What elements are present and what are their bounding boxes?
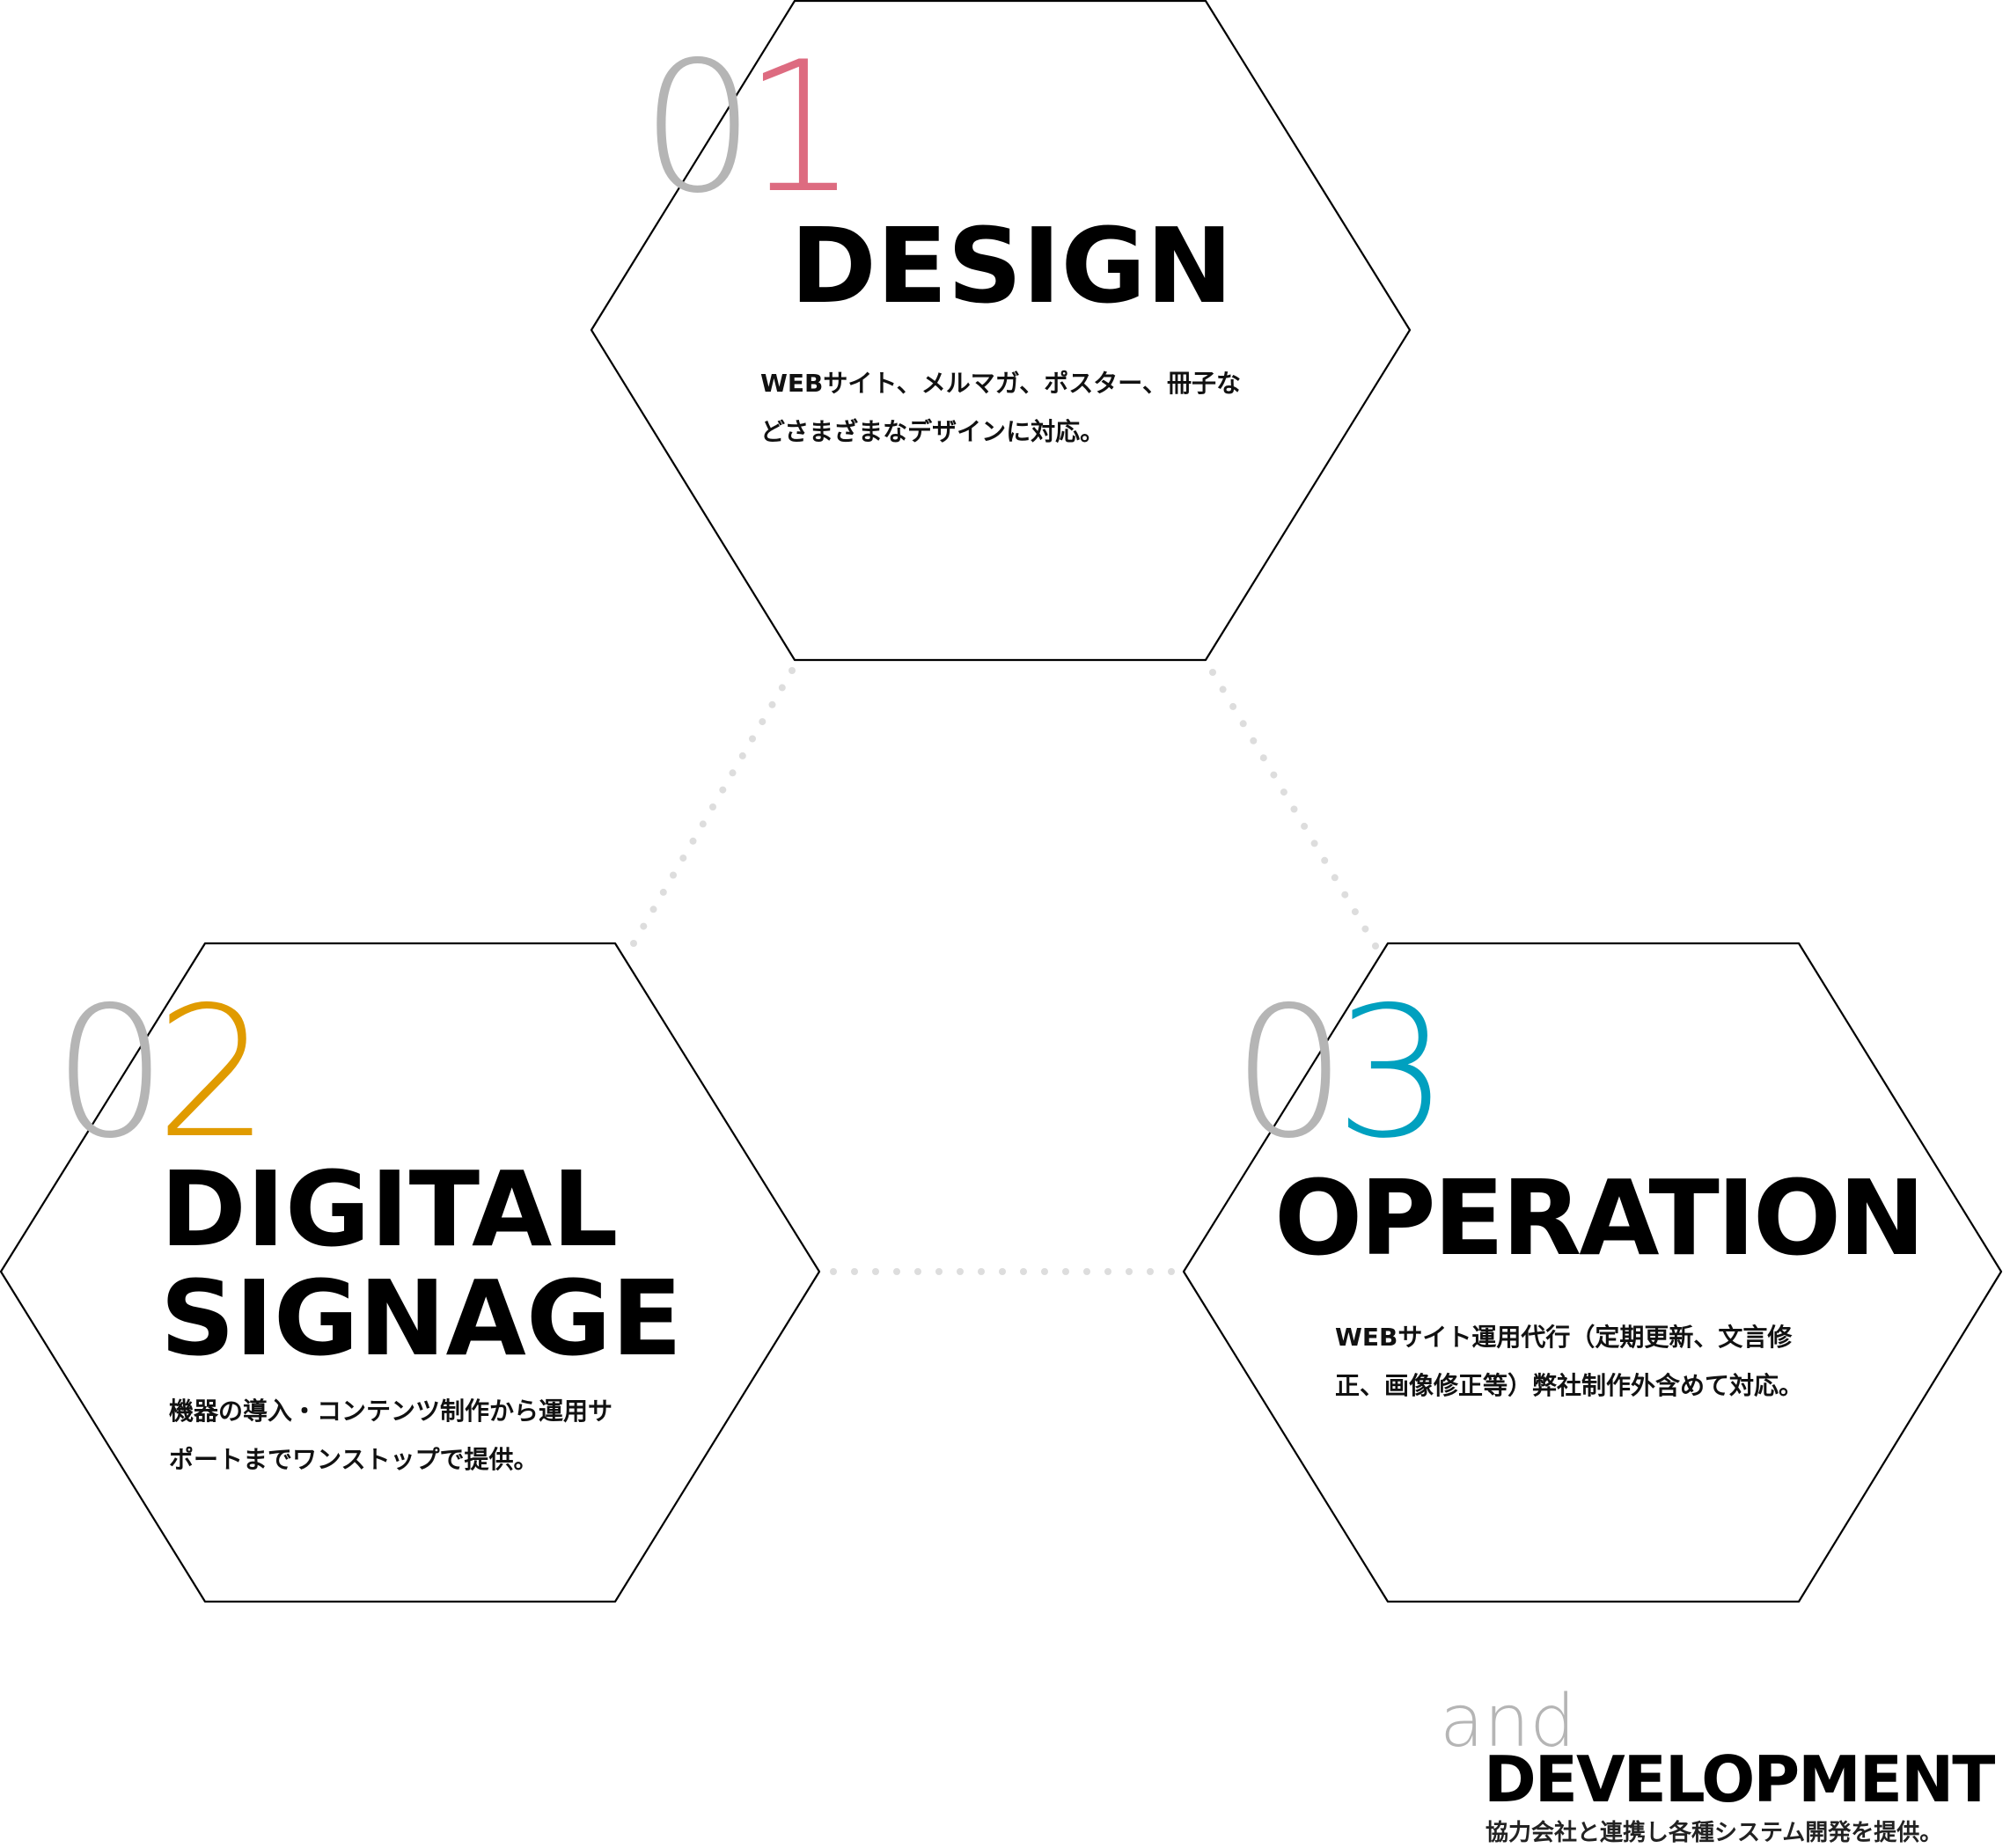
connector-dot — [1229, 702, 1237, 710]
description-line: WEBサイト運用代行（定期更新、文言修 — [1335, 1323, 1793, 1352]
connector-dot — [935, 1268, 943, 1275]
service-description-operation: WEBサイト運用代行（定期更新、文言修 正、画像修正等）弊社制作外含めて対応。 — [1335, 1313, 1803, 1410]
connector-design-signage — [630, 667, 796, 947]
connector-dot — [649, 906, 657, 913]
and-label: and — [1440, 1680, 1576, 1764]
connector-dot — [699, 820, 707, 828]
number-digit: 2 — [155, 969, 269, 1178]
connector-dot — [1321, 856, 1329, 864]
hexagon-digital-signage — [0, 942, 821, 1603]
connector-dot — [1301, 822, 1309, 830]
connector-dot — [709, 803, 716, 810]
connector-dot — [893, 1268, 900, 1275]
connector-dot — [1372, 942, 1379, 950]
connector-dot — [768, 700, 776, 708]
connector-dot — [1219, 686, 1227, 693]
title-line: SIGNAGE — [160, 1258, 683, 1379]
connector-dot — [1126, 1268, 1133, 1275]
service-description-digital-signage: 機器の導入・コンテンツ制作から運用サ ポートまでワンストップで提供。 — [169, 1387, 613, 1484]
number-digit: 1 — [743, 24, 857, 233]
connector-dot — [1239, 720, 1247, 728]
number-zero: 0 — [1232, 969, 1346, 1178]
title-line: OPERATION — [1274, 1157, 1926, 1279]
connector-dot — [1361, 925, 1369, 933]
connector-dot — [1104, 1268, 1111, 1275]
connector-dot — [729, 769, 737, 777]
service-title-design: DESIGN — [790, 211, 1233, 320]
connector-dot — [670, 871, 677, 879]
connector-dot — [1310, 840, 1318, 847]
connector-dot — [1259, 754, 1267, 762]
connector-dot — [1168, 1268, 1175, 1275]
connector-dot — [851, 1268, 858, 1275]
connector-dot — [789, 667, 796, 674]
connector-signage-operation — [830, 1268, 1175, 1275]
development-title: DEVELOPMENT — [1484, 1742, 1995, 1816]
connector-dot — [1270, 771, 1278, 779]
description-line: 機器の導入・コンテンツ制作から運用サ — [169, 1397, 613, 1426]
service-description-design: WEBサイト、メルマガ、ポスター、冊子な どさまざまなデザインに対応。 — [760, 359, 1241, 456]
service-number-01: 01 — [641, 39, 858, 219]
connector-dot — [957, 1268, 964, 1275]
number-zero: 0 — [641, 24, 755, 233]
development-description: 協力会社と連携し各種システム開発を提供。 — [1485, 1820, 1943, 1846]
connector-dot — [1083, 1268, 1090, 1275]
connector-dot — [1341, 891, 1349, 898]
connector-dot — [1331, 874, 1339, 882]
connector-dot — [1290, 805, 1298, 813]
connector-dots — [630, 667, 1379, 1275]
title-line: DIGITAL — [160, 1148, 619, 1270]
hexagon-design — [590, 0, 1412, 662]
connector-dot — [738, 752, 746, 759]
connector-dot — [759, 718, 767, 726]
connector-dot — [1351, 908, 1359, 916]
connector-dot — [689, 837, 697, 845]
connector-dot — [640, 922, 648, 930]
connector-dot — [1280, 788, 1287, 796]
connector-dot — [830, 1268, 837, 1275]
connector-dot — [1147, 1268, 1154, 1275]
connector-dot — [978, 1268, 985, 1275]
hexagon-operation — [1182, 942, 2003, 1603]
connector-dot — [630, 940, 637, 947]
description-line: どさまざまなデザインに対応。 — [760, 417, 1105, 446]
connector-dot — [719, 786, 727, 794]
connector-design-operation — [1209, 669, 1379, 950]
service-number-03: 03 — [1232, 984, 1449, 1164]
description-line: WEBサイト、メルマガ、ポスター、冊子な — [760, 369, 1241, 398]
description-line: ポートまでワンストップで提供。 — [169, 1445, 539, 1474]
connector-dot — [999, 1268, 1006, 1275]
connector-dot — [778, 684, 786, 692]
connector-dot — [1250, 737, 1258, 744]
service-title-digital-signage: DIGITAL SIGNAGE — [160, 1155, 682, 1373]
description-line: 正、画像修正等）弊社制作外含めて対応。 — [1335, 1371, 1804, 1400]
number-digit: 3 — [1334, 969, 1449, 1178]
connector-dot — [1041, 1268, 1048, 1275]
connector-dot — [914, 1268, 921, 1275]
connector-dot — [872, 1268, 879, 1275]
number-zero: 0 — [53, 969, 167, 1178]
connector-dot — [1062, 1268, 1069, 1275]
service-title-operation: OPERATION — [1274, 1163, 1926, 1272]
connector-dot — [1209, 669, 1216, 676]
connector-dot — [749, 735, 756, 743]
service-number-02: 02 — [53, 984, 270, 1164]
connector-dot — [1020, 1268, 1027, 1275]
connector-dot — [659, 888, 667, 896]
connector-dot — [679, 854, 687, 862]
title-line: DESIGN — [790, 205, 1234, 326]
